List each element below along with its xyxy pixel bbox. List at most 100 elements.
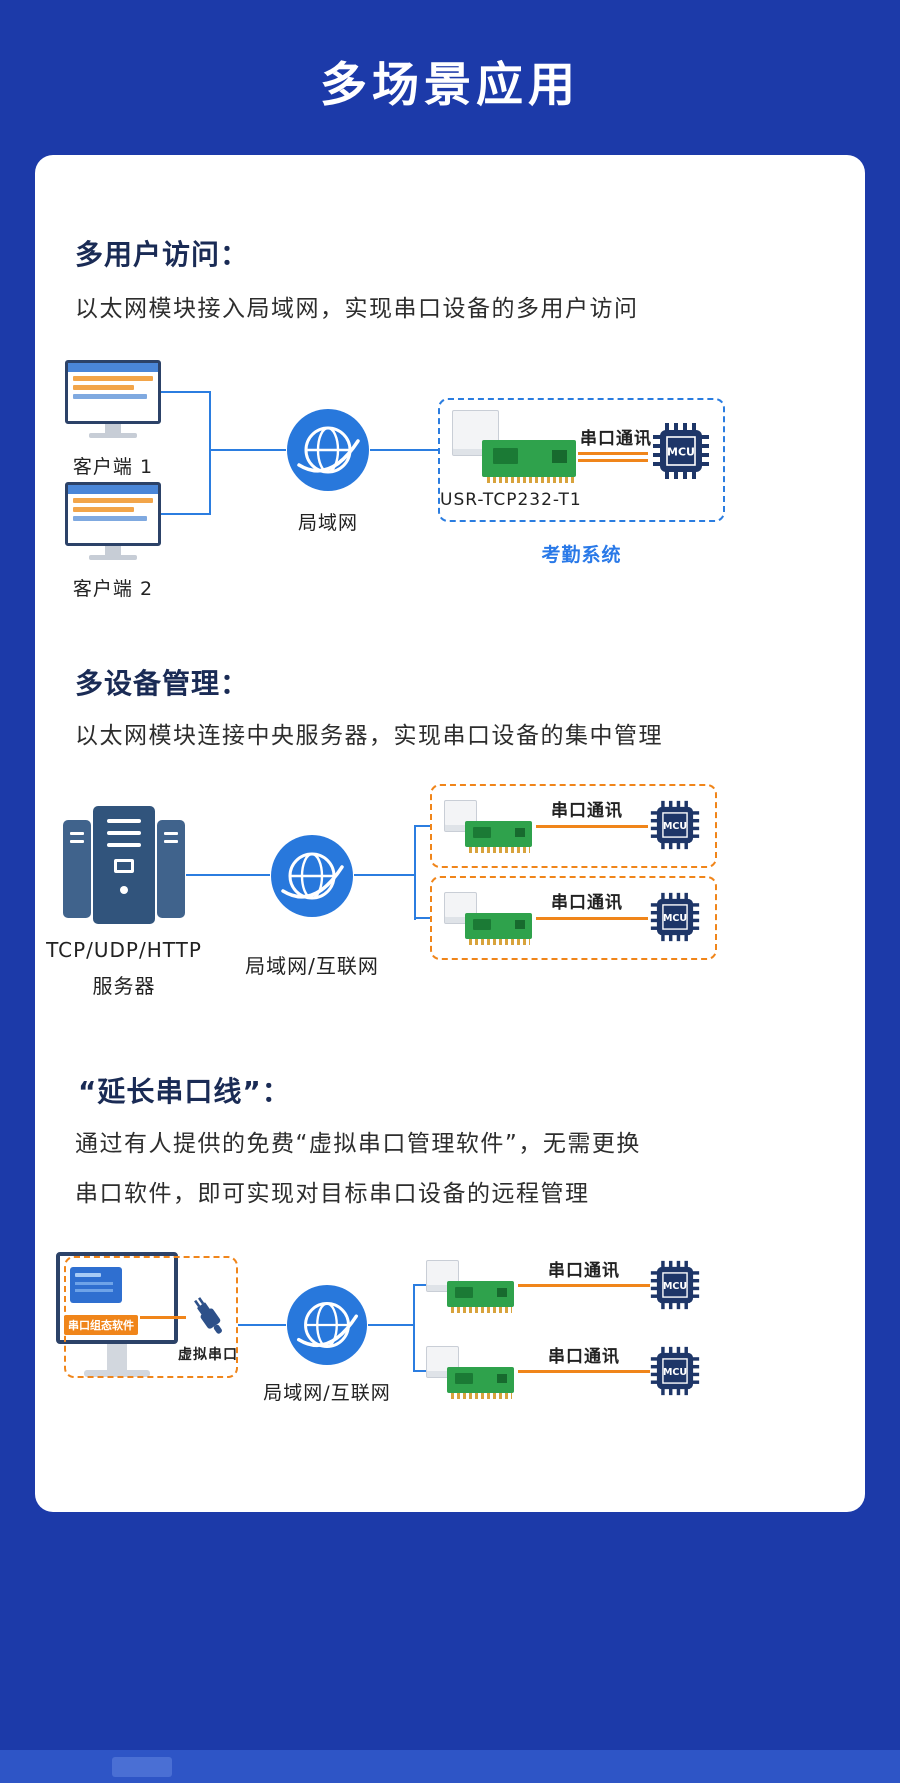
connector-line — [414, 917, 430, 919]
module-pins — [450, 1392, 513, 1399]
client2-label: 客户端 2 — [72, 578, 154, 600]
mcu-chip-icon: MCU — [650, 1346, 700, 1396]
serial-link-line — [140, 1316, 186, 1319]
screen-content-row — [73, 376, 153, 381]
wan-label: 局域网/互联网 — [245, 954, 379, 978]
server-label: 服务器 — [92, 974, 156, 998]
pc-monitor: 串口组态软件 — [56, 1252, 178, 1377]
server-tower — [157, 820, 185, 918]
ethernet-module — [452, 410, 576, 484]
wan-label: 局域网/互联网 — [263, 1382, 391, 1404]
module-pcb — [447, 1366, 514, 1393]
connector-line — [414, 825, 430, 827]
module-pcb — [481, 439, 576, 477]
monitor-stand — [105, 546, 121, 555]
serial-comm-label: 串口通讯 — [548, 1261, 620, 1281]
mcu-label: MCU — [667, 446, 695, 459]
serial-link-line — [578, 452, 648, 455]
mcu-label: MCU — [663, 913, 687, 924]
mcu-chip-icon: MCU — [650, 892, 700, 942]
connector-line — [368, 1324, 414, 1326]
section3-body-line1: 通过有人提供的免费“虚拟串口管理软件”，无需更换 — [75, 1131, 641, 1157]
serial-link-line — [518, 1284, 650, 1287]
bottom-strip-element — [112, 1757, 172, 1777]
rj45-connector — [426, 1260, 460, 1293]
lan-label: 局域网 — [297, 512, 358, 534]
monitor-screen: 串口组态软件 — [56, 1252, 178, 1344]
section2-body: 以太网模块连接中央服务器，实现串口设备的集中管理 — [75, 723, 663, 749]
mcu-chip-icon: MCU — [650, 800, 700, 850]
serial-link-line — [536, 917, 648, 920]
connector-line — [414, 825, 416, 920]
monitor-base — [84, 1370, 150, 1377]
mcu-label: MCU — [663, 1367, 687, 1378]
software-badge: 串口组态软件 — [64, 1315, 138, 1335]
pc-dashed-box — [64, 1256, 238, 1378]
ethernet-module — [444, 892, 532, 945]
serial-link-line — [518, 1370, 650, 1373]
section2-heading: 多设备管理： — [75, 667, 250, 700]
serial-comm-label: 串口通讯 — [551, 893, 623, 913]
virtual-serial-plug-icon — [194, 1297, 222, 1334]
server-protocol-label: TCP/UDP/HTTP — [46, 938, 202, 962]
module-pins — [486, 476, 574, 483]
monitor-base — [89, 433, 137, 438]
device-group-box-2 — [430, 876, 717, 960]
server-tower — [63, 820, 91, 918]
monitor-screen — [65, 360, 161, 424]
screen-titlebar — [68, 485, 158, 494]
monitor-stand — [105, 424, 121, 433]
monitor-screen — [65, 482, 161, 546]
screen-content-row — [73, 516, 147, 521]
mcu-chip-icon: MCU — [650, 1260, 700, 1310]
screen-content-row — [73, 385, 135, 390]
screen-content-row — [73, 507, 135, 512]
server-slot — [107, 843, 141, 847]
server-slot — [107, 831, 141, 835]
page-title: 多场景应用 — [320, 58, 580, 113]
ethernet-module — [444, 800, 532, 853]
module-pins — [468, 938, 531, 945]
client-monitor-2 — [65, 482, 161, 560]
serial-link-line — [536, 825, 648, 828]
serial-link-line — [578, 459, 648, 462]
serial-comm-label: 串口通讯 — [580, 429, 652, 449]
ethernet-module — [426, 1346, 514, 1399]
module-pins — [468, 846, 531, 853]
monitor-base — [89, 555, 137, 560]
module-pcb — [465, 820, 532, 847]
server-icon — [62, 806, 186, 924]
section1-heading: 多用户访问： — [75, 238, 250, 271]
mcu-label: MCU — [663, 821, 687, 832]
virtual-port-label: 虚拟串口 — [178, 1347, 238, 1363]
software-window — [70, 1267, 122, 1303]
connector-line — [209, 391, 211, 515]
connector-line — [413, 1284, 426, 1286]
screen-titlebar — [68, 363, 158, 372]
serial-comm-label: 串口通讯 — [551, 801, 623, 821]
server-vent — [114, 859, 134, 873]
screen-content-row — [73, 498, 153, 503]
serial-comm-label: 串口通讯 — [548, 1347, 620, 1367]
section1-body: 以太网模块接入局域网，实现串口设备的多用户访问 — [75, 296, 639, 322]
server-tower — [93, 806, 155, 924]
section3-heading: “延长串口线”： — [78, 1075, 291, 1108]
connector-line — [161, 391, 211, 393]
lan-globe-icon — [287, 409, 369, 491]
attendance-system-label: 考勤系统 — [541, 544, 622, 566]
module-pins — [450, 1306, 513, 1313]
mcu-chip-icon: MCU — [653, 423, 709, 479]
ethernet-module — [426, 1260, 514, 1313]
module-pcb — [447, 1280, 514, 1307]
wan-globe-icon — [286, 1284, 368, 1366]
client1-label: 客户端 1 — [72, 456, 154, 478]
connector-line — [370, 449, 438, 451]
monitor-stand — [107, 1344, 127, 1370]
connector-line — [238, 1324, 286, 1326]
connector-line — [354, 874, 415, 876]
connector-line — [413, 1284, 415, 1372]
section3-body-line2: 串口软件，即可实现对目标串口设备的远程管理 — [75, 1181, 590, 1207]
